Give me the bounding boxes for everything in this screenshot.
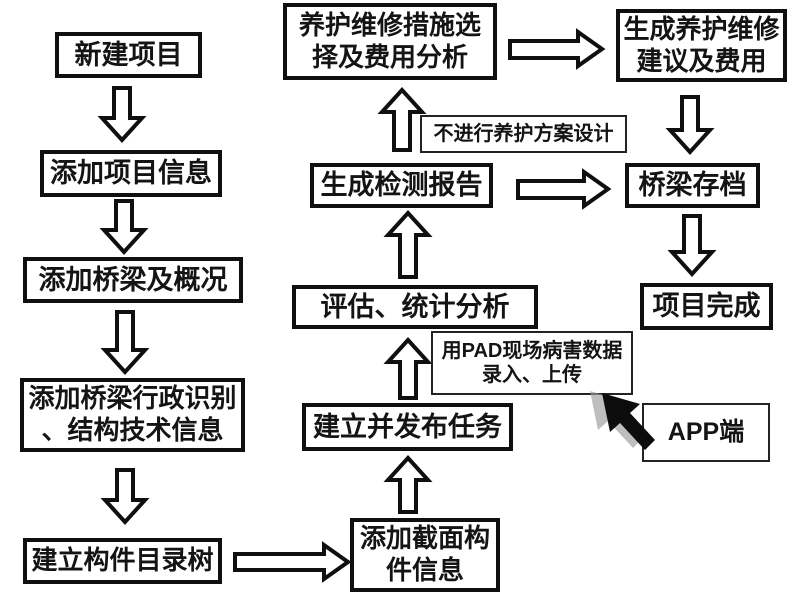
annotation-app-side: APP端 [642,403,770,462]
node-project-complete: 项目完成 [640,283,773,330]
node-label: 添加桥梁及概况 [38,264,228,295]
annotation-skip-design: 不进行养护方案设计 [420,115,627,153]
node-bridge-archive: 桥梁存档 [625,163,760,208]
node-generate-suggestion: 生成养护维修 建议及费用 [616,9,787,82]
node-new-project: 新建项目 [55,32,202,78]
node-label: 养护维修措施选 择及费用分析 [298,9,481,72]
arrow-right-icon [516,168,612,210]
node-label: 建立构件目录树 [31,545,214,576]
annotation-label: 不进行养护方案设计 [433,122,614,145]
node-label: 生成养护维修 建议及费用 [623,13,780,76]
arrow-up-icon [383,210,433,279]
annotation-label: 用PAD现场病害数据 录入、上传 [441,339,623,386]
arrow-down-icon [100,310,150,375]
arrow-right-icon [233,541,352,583]
node-label: 桥梁存档 [638,170,747,201]
annotation-label: APP端 [667,418,745,447]
arrow-down-icon [667,214,717,277]
node-label: 建立并发布任务 [313,411,502,442]
node-evaluate-stats: 评估、统计分析 [292,285,538,329]
node-maintenance-selection: 养护维修措施选 择及费用分析 [283,3,497,80]
node-label: 添加截面构 件信息 [359,523,490,585]
arrow-up-icon [377,87,427,152]
cursor-arrow-shadow [590,391,643,448]
node-label: 项目完成 [652,291,761,322]
node-label: 生成检测报告 [320,170,483,201]
arrow-down-icon [100,468,150,525]
node-label: 评估、统计分析 [320,291,510,322]
annotation-pad-upload: 用PAD现场病害数据 录入、上传 [431,331,633,395]
arrow-down-icon [99,199,149,255]
arrow-up-icon [383,455,433,514]
node-generate-report: 生成检测报告 [310,163,493,208]
arrow-down-icon [665,95,715,155]
node-label: 新建项目 [74,39,183,70]
arrow-down-icon [97,86,147,143]
node-add-bridge-overview: 添加桥梁及概况 [23,257,243,303]
node-label: 添加项目信息 [50,158,212,189]
node-build-component-tree: 建立构件目录树 [23,538,222,584]
node-label: 添加桥梁行政识别 、结构技术信息 [28,383,237,445]
node-add-project-info: 添加项目信息 [40,150,222,197]
node-add-bridge-admin: 添加桥梁行政识别 、结构技术信息 [20,378,245,452]
arrow-up-icon [383,337,433,400]
node-create-publish-task: 建立并发布任务 [302,403,513,451]
arrow-right-icon [508,28,606,70]
node-add-section-info: 添加截面构 件信息 [350,518,500,592]
